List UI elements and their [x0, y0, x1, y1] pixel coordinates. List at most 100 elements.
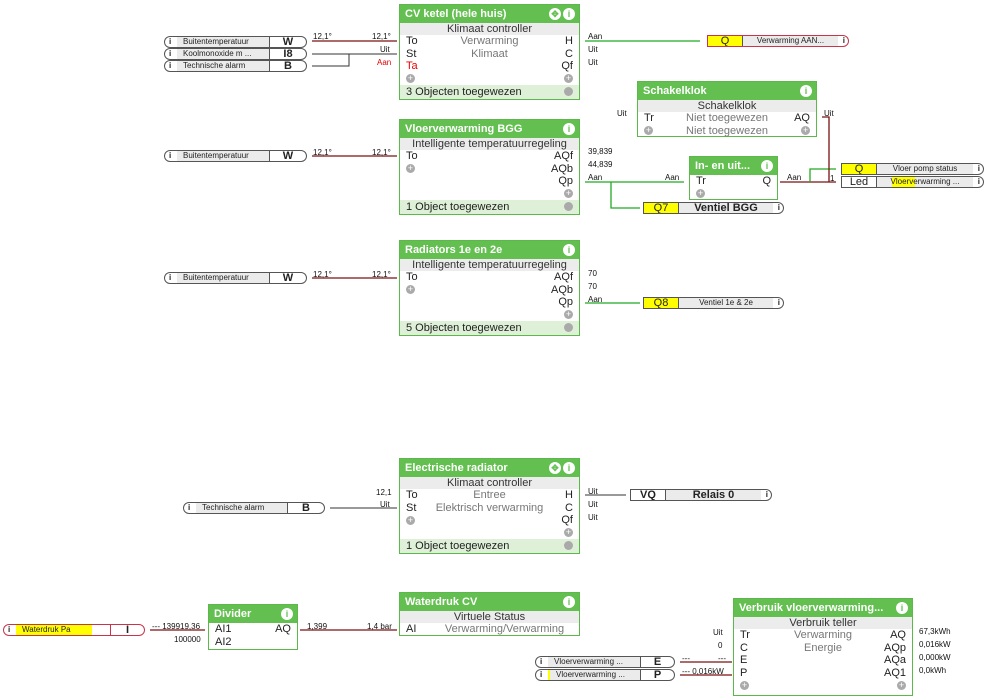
output-aqf[interactable]: AQf — [554, 271, 573, 283]
input-ai1[interactable]: AI1 — [215, 623, 232, 635]
add-input-icon[interactable]: + — [740, 679, 749, 690]
input-e[interactable]: E — [740, 654, 748, 666]
output-aqb[interactable]: AQb — [550, 162, 573, 175]
input-ai2[interactable]: AI2 — [215, 635, 232, 648]
output-c[interactable]: C — [565, 47, 573, 60]
output-aqa[interactable]: AQa — [883, 654, 906, 666]
output-qp[interactable]: Qp — [558, 175, 573, 187]
add-output-icon[interactable]: + — [564, 188, 573, 199]
output-aq[interactable]: AQ — [275, 623, 291, 635]
block-footer[interactable]: 3 Objecten toegewezen — [406, 86, 522, 98]
info-icon[interactable]: i — [540, 670, 543, 679]
info-icon[interactable]: i — [169, 151, 172, 160]
block-footer[interactable]: 1 Object toegewezen — [406, 201, 510, 213]
output-aqf[interactable]: AQf — [554, 150, 573, 162]
add-input-icon[interactable]: + — [644, 125, 653, 136]
info-icon[interactable]: i — [169, 273, 172, 282]
block-footer[interactable]: 5 Objecten toegewezen — [406, 322, 522, 334]
output-q[interactable]: Q — [762, 175, 771, 187]
add-output-icon[interactable]: + — [564, 309, 573, 320]
info-icon[interactable]: i — [563, 8, 575, 20]
output-h[interactable]: H — [565, 35, 573, 47]
add-input-icon[interactable]: + — [696, 188, 705, 199]
input-st[interactable]: St — [406, 47, 417, 60]
info-icon[interactable]: i — [563, 462, 575, 474]
output-aqp[interactable]: AQp — [883, 641, 906, 654]
output-c[interactable]: C — [565, 501, 573, 514]
settings-icon[interactable] — [564, 323, 573, 332]
input-to[interactable]: To — [406, 35, 418, 47]
input-ta[interactable]: Ta — [406, 60, 418, 72]
info-icon[interactable]: i — [563, 244, 575, 256]
block-verbruik[interactable]: Verbruik vloerverwarming...i Verbruik te… — [733, 598, 913, 696]
input-c[interactable]: C — [740, 641, 748, 654]
input-ai[interactable]: AI — [406, 623, 417, 635]
block-cv-ketel[interactable]: CV ketel (hele huis) ✥ i Klimaat control… — [399, 4, 580, 100]
settings-icon[interactable] — [564, 541, 573, 550]
info-icon[interactable]: i — [977, 164, 980, 173]
add-input-icon[interactable]: + — [406, 163, 415, 174]
add-output-icon[interactable]: + — [801, 125, 810, 136]
info-icon[interactable]: i — [896, 602, 908, 614]
input-to[interactable]: To — [406, 489, 418, 501]
info-icon[interactable]: i — [563, 596, 575, 608]
info-icon[interactable]: i — [761, 160, 773, 172]
output-qf[interactable]: Qf — [561, 60, 573, 72]
move-icon[interactable]: ✥ — [549, 8, 561, 20]
input-to[interactable]: To — [406, 150, 418, 162]
add-output-icon[interactable]: + — [897, 679, 906, 690]
info-icon[interactable]: i — [777, 298, 780, 307]
info-icon[interactable]: i — [800, 85, 812, 97]
input-tr[interactable]: Tr — [696, 175, 706, 187]
input-p[interactable]: P — [740, 666, 748, 679]
input-st[interactable]: St — [406, 501, 417, 514]
settings-icon[interactable] — [564, 202, 573, 211]
output-h[interactable]: H — [565, 489, 573, 501]
block-electrische-radiator[interactable]: Electrische radiator ✥ i Klimaat control… — [399, 458, 580, 554]
input-tr[interactable]: Tr — [740, 629, 750, 641]
info-icon[interactable]: i — [169, 61, 172, 70]
add-output-icon[interactable]: + — [564, 73, 573, 84]
settings-icon[interactable] — [564, 87, 573, 96]
block-footer[interactable]: 1 Object toegewezen — [406, 540, 510, 552]
add-input-icon[interactable]: + — [406, 284, 415, 295]
info-icon[interactable]: i — [281, 608, 293, 620]
output-qf[interactable]: Qf — [561, 514, 573, 526]
info-icon[interactable]: i — [188, 503, 191, 512]
info-icon[interactable]: i — [765, 490, 768, 499]
output-aqb[interactable]: AQb — [550, 283, 573, 296]
output-aq[interactable]: AQ — [890, 629, 906, 641]
output-qp[interactable]: Qp — [558, 296, 573, 308]
output-aq1[interactable]: AQ1 — [883, 666, 906, 679]
info-icon[interactable]: i — [842, 36, 845, 45]
info-icon[interactable]: i — [169, 49, 172, 58]
info-icon[interactable]: i — [169, 37, 172, 46]
info-icon[interactable]: i — [777, 203, 780, 212]
add-input-icon[interactable]: + — [406, 514, 415, 525]
input-to[interactable]: To — [406, 271, 418, 283]
add-input-icon[interactable]: + — [406, 73, 415, 84]
input-tr[interactable]: Tr — [644, 112, 654, 124]
output-aq[interactable]: AQ — [794, 112, 810, 124]
info-icon[interactable]: i — [977, 177, 980, 186]
info-icon[interactable]: i — [563, 123, 575, 135]
info-icon[interactable]: i — [8, 625, 11, 634]
